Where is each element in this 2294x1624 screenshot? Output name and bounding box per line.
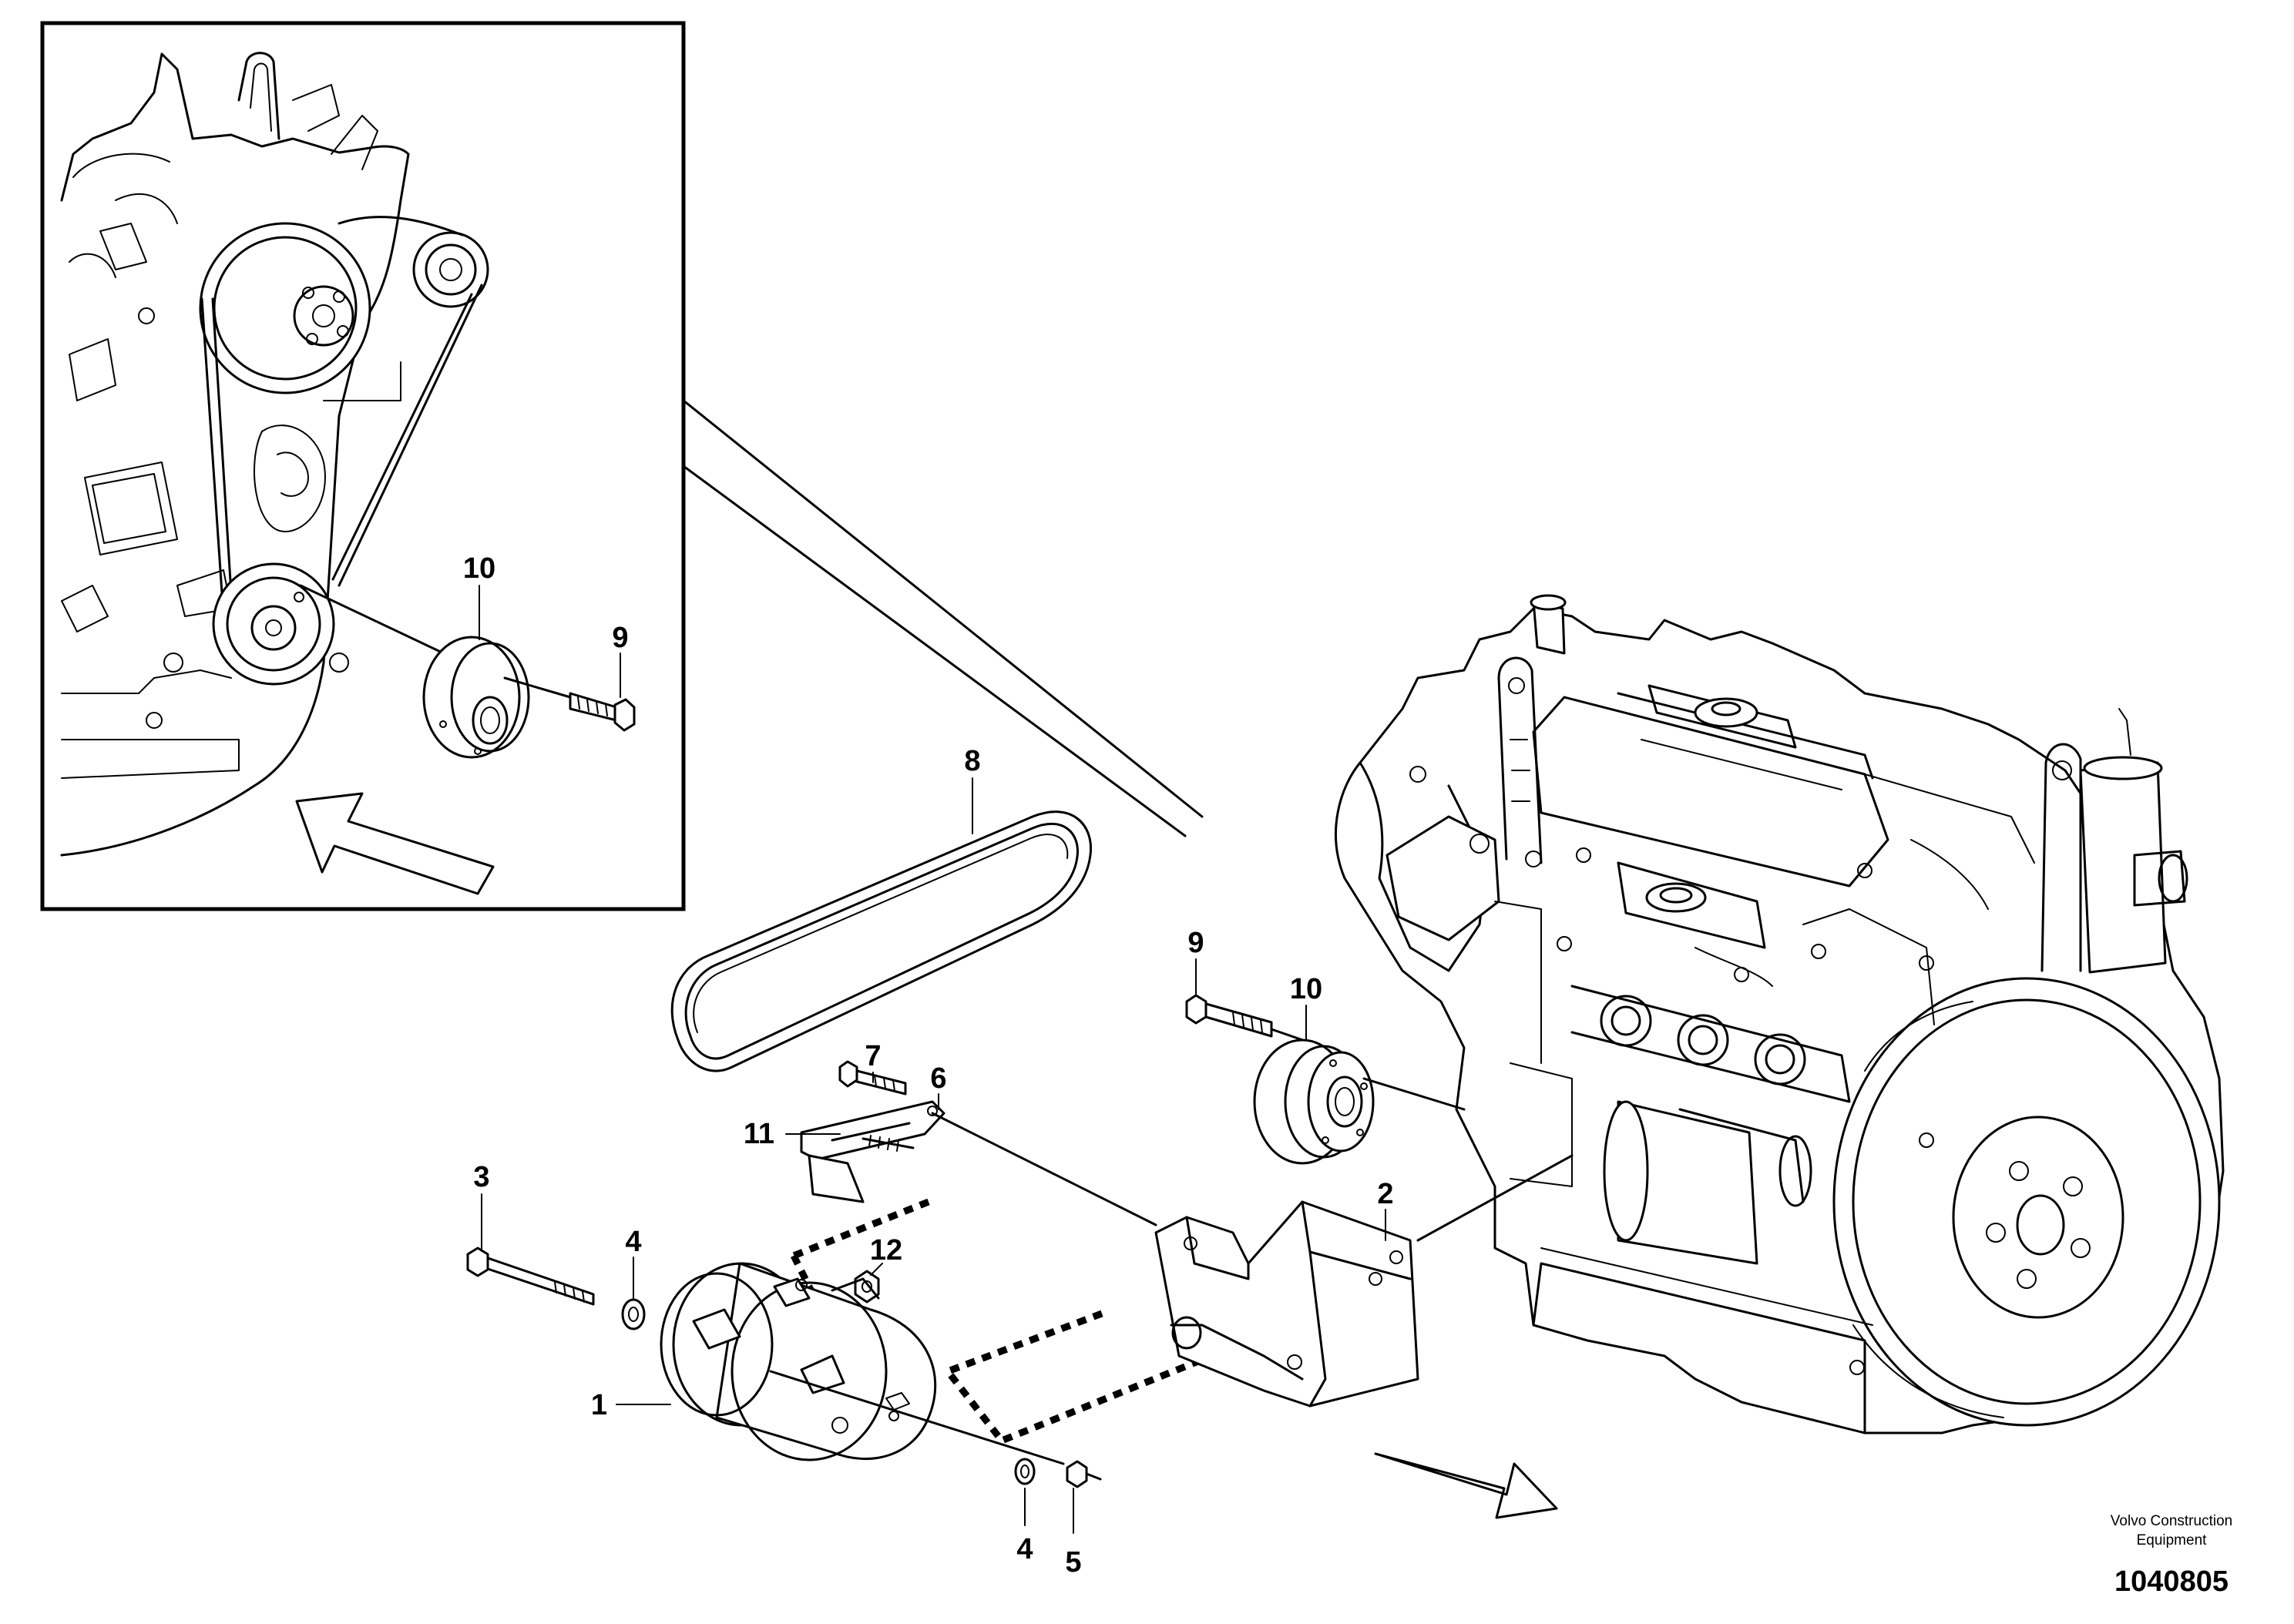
drawing-footer: Volvo Construction Equipment 1040805 [2111, 1513, 2232, 1598]
pulley-10 [1253, 1038, 1466, 1165]
exhaust-ports [1570, 985, 1851, 1103]
callout-3: 3 [473, 1161, 489, 1193]
inset-frame [40, 21, 686, 911]
callout-2: 2 [1377, 1178, 1393, 1210]
callout-10: 10 [1290, 973, 1322, 1005]
drive-belt-8 [670, 810, 1093, 1072]
oil-pan [1532, 1262, 1866, 1434]
ac-compressor-1 [660, 1262, 1065, 1465]
lifting-eye-left [1497, 656, 1543, 864]
inset-zoom-lines [682, 399, 1204, 837]
starter-motor [1603, 1100, 1812, 1265]
callout-11: 11 [744, 1118, 774, 1150]
callout-1: 1 [591, 1389, 607, 1421]
engine-outline [1335, 607, 2225, 1434]
callout-5: 5 [1065, 1546, 1081, 1579]
inset-pulley-10 [299, 584, 530, 759]
washer-4-bottom [1014, 1458, 1036, 1485]
callout-4-top: 4 [625, 1226, 641, 1258]
callout-inset-10: 10 [463, 552, 495, 585]
inset-engine-front [60, 52, 410, 857]
callout-4-bottom: 4 [1016, 1533, 1033, 1565]
inset-crank-pulley [212, 562, 335, 686]
washer-4-top [621, 1298, 646, 1330]
inset-bolt-9 [503, 676, 636, 732]
callout-labels: 8 9 10 7 6 11 3 4 12 1 4 5 2 [473, 745, 1393, 1579]
bolt-9 [1185, 994, 1315, 1045]
bolt-7 [838, 1060, 907, 1096]
flywheel [1832, 977, 2221, 1427]
callout-inset-9: 9 [612, 622, 628, 654]
nut-12 [854, 1270, 880, 1304]
inset-upper-pulley [199, 222, 371, 394]
inset-drive-belt [200, 216, 483, 595]
inset-direction-arrow [295, 792, 495, 895]
inset-detail-view: 10 9 [40, 21, 686, 911]
inset-lifting-eye [237, 52, 280, 140]
callout-7: 7 [865, 1040, 881, 1072]
callout-9: 9 [1187, 927, 1204, 959]
callout-8: 8 [964, 745, 980, 777]
mounting-bracket-2 [1154, 1154, 1574, 1408]
fuel-filter [2079, 708, 2188, 974]
callout-6: 6 [930, 1062, 946, 1095]
bolt-3 [466, 1247, 595, 1306]
engine-assembly [1335, 594, 2225, 1434]
timing-cover-left [1359, 761, 1542, 972]
document-number: 1040805 [2114, 1565, 2229, 1598]
stud-11 [862, 1135, 915, 1152]
lifting-eye-right [2040, 743, 2082, 972]
intake-manifold [1617, 861, 1773, 987]
valve-cover [1532, 684, 2035, 887]
engine-direction-arrow [1374, 1452, 1558, 1519]
inset-alternator-pulley [412, 231, 489, 308]
callout-12: 12 [870, 1234, 902, 1267]
leader-lines [481, 777, 1386, 1534]
brand-line-1: Volvo Construction [2111, 1513, 2232, 1529]
nut-5 [1066, 1460, 1102, 1488]
adjusting-bracket-6 [800, 1100, 1157, 1226]
brand-line-2: Equipment [2137, 1532, 2208, 1549]
